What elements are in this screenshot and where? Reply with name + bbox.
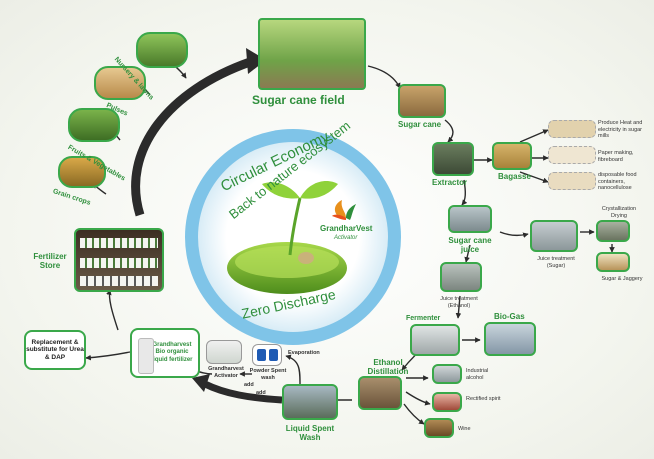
sugar-cane-field-label: Sugar cane field — [252, 96, 345, 105]
bio-gas-label: Bio-Gas — [494, 312, 525, 321]
industrial-alcohol-photo — [432, 364, 462, 384]
industrial-alcohol-label: Industrial alcohol — [466, 368, 506, 381]
crystallization-label: Crystallization Drying — [594, 206, 644, 219]
ethanol-distillation-label: Ethanol Distillation — [362, 358, 414, 376]
bio-fertilizer-label: Grandharvest Bio organic liquid fertiliz… — [150, 342, 194, 365]
powder-spent-wash-label: Powder Spent wash — [248, 368, 288, 381]
nursery-lawns-photo — [136, 32, 188, 68]
wine-label: Wine — [458, 426, 488, 433]
sugar-cane-photo — [398, 84, 446, 118]
juice-treatment-sugar-label: Juice treatment (Sugar) — [536, 256, 576, 269]
rectified-spirit-photo — [432, 392, 462, 412]
liquid-spent-wash-label: Liquid Spent Wash — [276, 424, 344, 442]
crystallization-photo — [596, 220, 630, 242]
juice-treatment-ethanol-photo — [440, 262, 482, 292]
bagasse-use-2-photo — [548, 146, 596, 164]
juice-treatment-sugar-photo — [530, 220, 578, 252]
replacement-label: Replacement & substitute for Urea & DAP — [26, 339, 84, 362]
fertilizer-bottle-icon — [138, 338, 154, 374]
grandharvest-activator-label: Grandharvest Activator — [204, 366, 248, 379]
add-label-1: add — [244, 382, 260, 389]
wine-photo — [424, 418, 454, 438]
fermenter-label: Fermenter — [406, 314, 440, 323]
liquid-spent-wash-photo — [282, 384, 338, 420]
bagasse-use-1-photo — [548, 120, 596, 138]
fertilizer-store-photo — [74, 228, 164, 292]
bagasse-photo — [492, 142, 532, 170]
extractor-photo — [432, 142, 474, 176]
ethanol-distillation-photo — [358, 376, 402, 410]
bagasse-use-3-photo — [548, 172, 596, 190]
grandharvest-activator-photo — [206, 340, 242, 364]
logo-name: GrandharVest — [320, 224, 372, 233]
add-label-2: add — [256, 390, 272, 397]
fruits-vegetables-photo — [68, 108, 120, 142]
sugar-cane-juice-photo — [448, 205, 492, 233]
bagasse-use-1-label: Produce Heat and electricity in sugar mi… — [598, 120, 652, 140]
fertilizer-store-label: Fertilizer Store — [30, 252, 70, 270]
sugar-jaggery-photo — [596, 252, 630, 272]
sugar-cane-label: Sugar cane — [398, 120, 441, 129]
rectified-spirit-label: Rectified spirit — [466, 396, 506, 403]
bagasse-use-2-label: Paper making, fibreboard — [598, 150, 652, 163]
bagasse-use-3-label: disposable food containers, nanocellulos… — [598, 172, 652, 192]
juice-treatment-ethanol-label: Juice treatment (Ethanol) — [432, 296, 486, 309]
evaporation-label: Evaporation — [288, 350, 338, 357]
replacement-box: Replacement & substitute for Urea & DAP — [24, 330, 86, 370]
extractor-label: Extractor — [432, 178, 467, 187]
bio-gas-photo — [484, 322, 536, 356]
sugar-cane-field-photo — [258, 18, 366, 90]
sugar-jaggery-label: Sugar & Jaggery — [594, 276, 650, 283]
powder-spent-wash-photo — [252, 344, 282, 366]
bio-fertilizer-box: Grandharvest Bio organic liquid fertiliz… — [130, 328, 200, 378]
fermenter-photo — [410, 324, 460, 356]
logo-subtext: Activator — [334, 234, 357, 243]
sugar-cane-juice-label: Sugar cane juice — [448, 236, 492, 254]
bagasse-label: Bagasse — [498, 172, 531, 181]
